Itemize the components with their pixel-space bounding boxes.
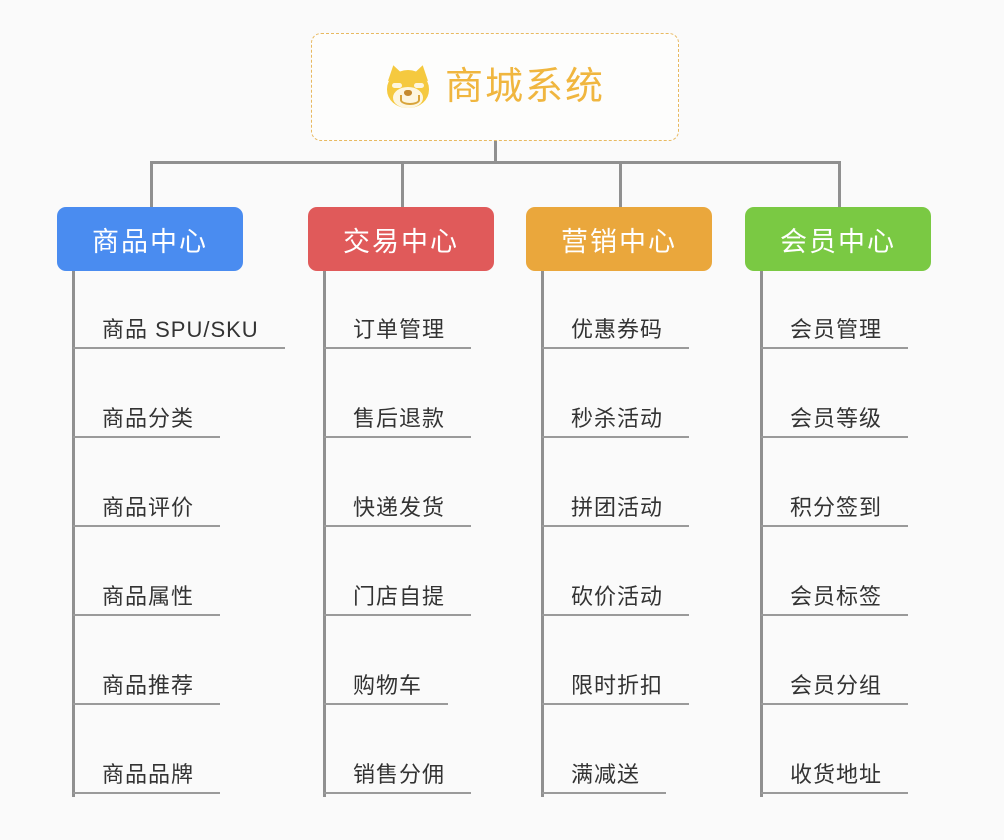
leaf-item-underline [73, 614, 220, 616]
leaf-item-underline [761, 436, 908, 438]
leaf-item-label: 商品 SPU/SKU [102, 317, 259, 342]
connector-drop-3 [619, 161, 622, 209]
root-title: 商城系统 [444, 66, 605, 108]
leaf-item-underline [324, 792, 471, 794]
category-label-4: 会员中心 [780, 226, 896, 257]
category-label-1: 商品中心 [92, 226, 208, 257]
branch-trunk-1 [72, 271, 75, 797]
leaf-item-underline [761, 525, 908, 527]
category-label-2: 交易中心 [343, 226, 459, 257]
leaf-item-underline [324, 703, 448, 705]
category-label-3: 营销中心 [561, 226, 677, 257]
leaf-item-underline [761, 792, 908, 794]
leaf-item-label: 快递发货 [353, 495, 446, 520]
leaf-item-underline [542, 614, 689, 616]
leaf-item-label: 商品推荐 [102, 673, 195, 698]
leaf-item-label: 秒杀活动 [571, 406, 664, 431]
leaf-item-underline [324, 347, 471, 349]
branch-trunk-2 [323, 271, 326, 797]
category-box-4[interactable]: 会员中心 [745, 207, 931, 271]
branch-3: 优惠券码秒杀活动拼团活动砍价活动限时折扣满减送 [541, 271, 781, 801]
connector-drop-2 [401, 161, 404, 209]
connector-drop-4 [838, 161, 841, 209]
leaf-item-underline [73, 436, 220, 438]
shiba-inu-icon [384, 63, 432, 110]
connector-horizontal-bar [150, 161, 840, 164]
leaf-item-label: 限时折扣 [571, 673, 664, 698]
leaf-item-underline [542, 525, 689, 527]
leaf-item-underline [73, 347, 285, 349]
leaf-item-underline [761, 614, 908, 616]
leaf-item-label: 商品品牌 [102, 762, 195, 787]
leaf-item-label: 会员标签 [790, 584, 883, 609]
branch-trunk-3 [541, 271, 544, 797]
leaf-item-label: 积分签到 [790, 495, 883, 520]
leaf-item-underline [542, 347, 689, 349]
category-box-3[interactable]: 营销中心 [526, 207, 712, 271]
leaf-item-underline [73, 792, 220, 794]
leaf-item-label: 砍价活动 [571, 584, 664, 609]
leaf-item-label: 门店自提 [353, 584, 446, 609]
leaf-item-label: 商品分类 [102, 406, 195, 431]
leaf-item-underline [324, 436, 471, 438]
category-box-2[interactable]: 交易中心 [308, 207, 494, 271]
leaf-item-label: 会员等级 [790, 406, 883, 431]
branch-2: 订单管理售后退款快递发货门店自提购物车销售分佣 [323, 271, 563, 801]
leaf-item-label: 购物车 [353, 673, 423, 698]
leaf-item-label: 收货地址 [790, 762, 883, 787]
leaf-item-label: 会员管理 [790, 317, 883, 342]
connector-root-stem [494, 141, 497, 163]
branch-4: 会员管理会员等级积分签到会员标签会员分组收货地址 [760, 271, 1000, 801]
leaf-item-underline [761, 703, 908, 705]
leaf-item-label: 售后退款 [353, 406, 446, 431]
branch-trunk-4 [760, 271, 763, 797]
leaf-item-label: 商品属性 [102, 584, 195, 609]
leaf-item-underline [73, 703, 220, 705]
connector-drop-1 [150, 161, 153, 209]
leaf-item-label: 优惠券码 [571, 317, 664, 342]
category-box-1[interactable]: 商品中心 [57, 207, 243, 271]
leaf-item-underline [324, 614, 471, 616]
leaf-item-label: 商品评价 [102, 495, 195, 520]
root-node[interactable]: 商城系统 [311, 33, 679, 141]
leaf-item-underline [542, 703, 689, 705]
leaf-item-label: 销售分佣 [353, 762, 446, 787]
leaf-item-label: 订单管理 [353, 317, 446, 342]
leaf-item-underline [324, 525, 471, 527]
branch-1: 商品 SPU/SKU 商品分类商品评价商品属性商品推荐商品品牌 [72, 271, 332, 801]
leaf-item-label: 满减送 [571, 762, 641, 787]
leaf-item-label: 会员分组 [790, 673, 883, 698]
leaf-item-underline [542, 436, 689, 438]
leaf-item-underline [73, 525, 220, 527]
leaf-item-underline [542, 792, 666, 794]
leaf-item-underline [761, 347, 908, 349]
leaf-item-label: 拼团活动 [571, 495, 664, 520]
